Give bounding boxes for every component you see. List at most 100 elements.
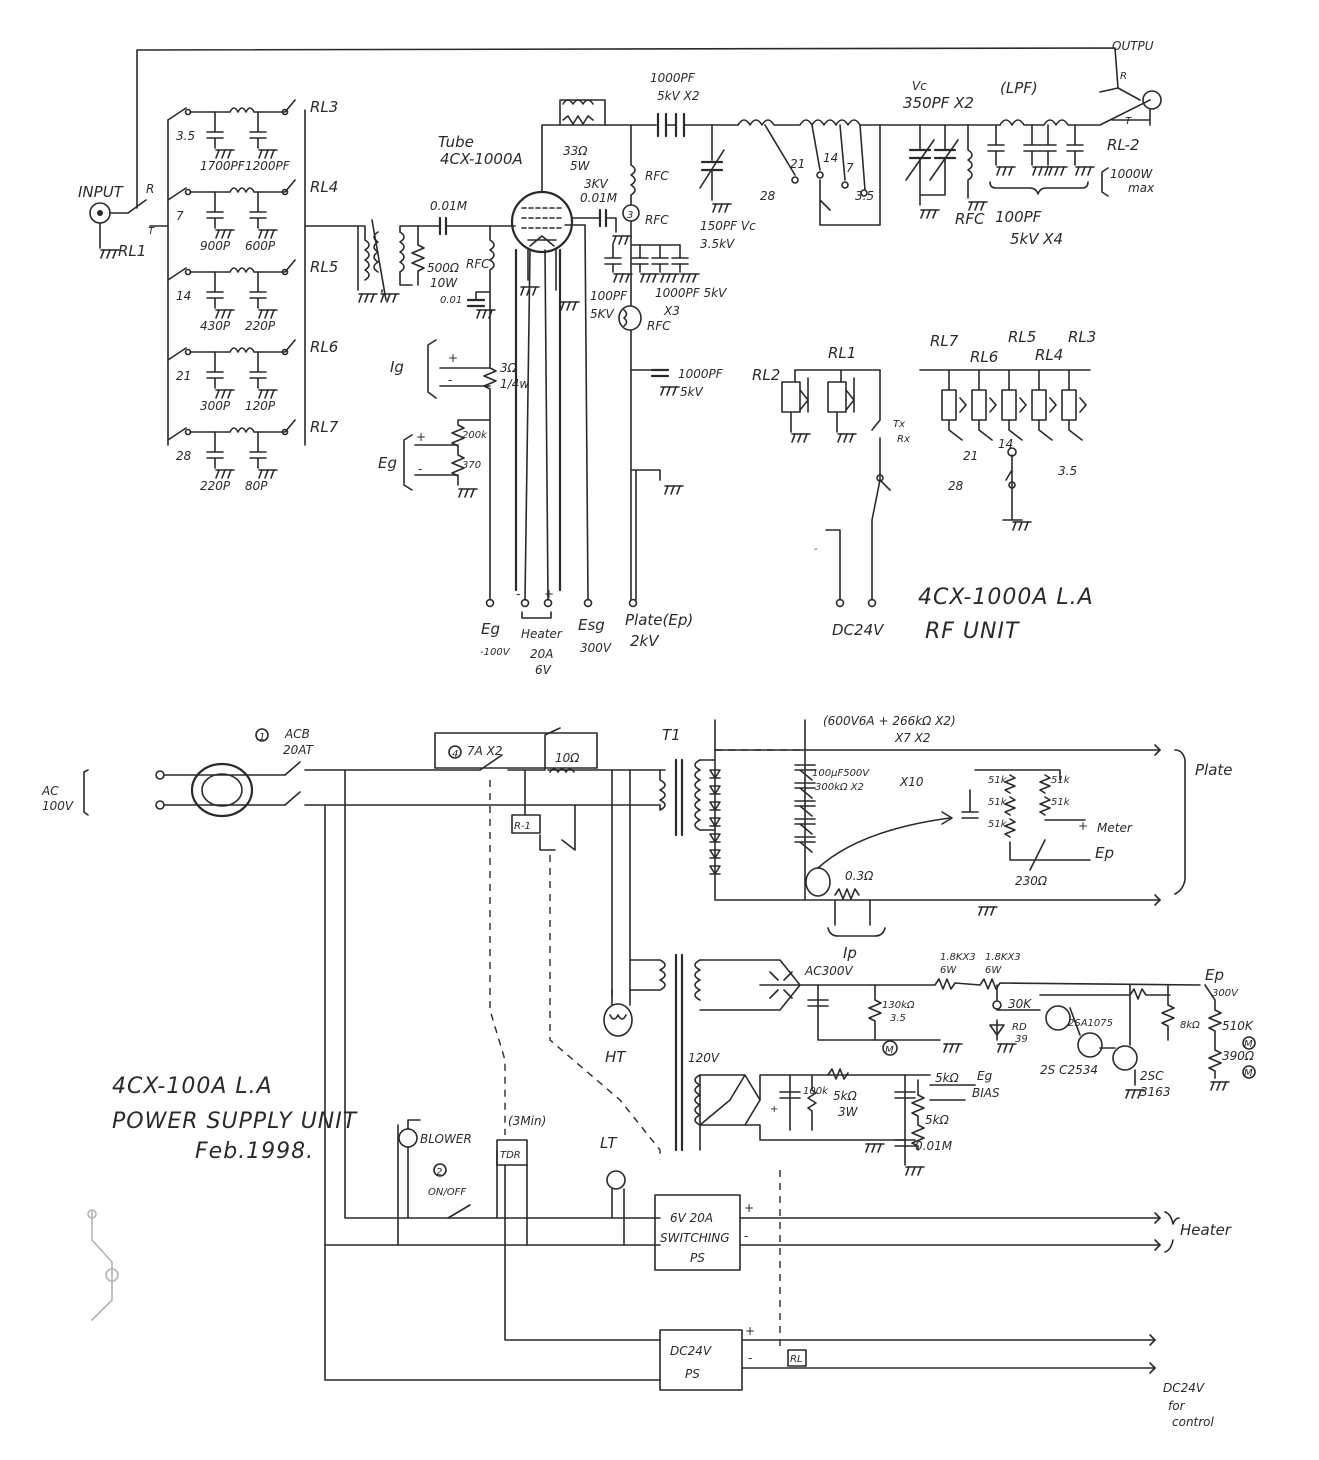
screen-bypass-cap-4: [671, 244, 689, 273]
res10-label: 10Ω: [555, 751, 580, 765]
grid-bypass-label: 0.01: [440, 295, 462, 306]
term-esg: Esg: [578, 616, 605, 634]
rfc-num: 3: [627, 210, 633, 221]
grid-cap-label: 0.01M: [430, 199, 468, 213]
band-c1-3.5: 1700PF: [200, 159, 246, 173]
m2-label: M: [1244, 1039, 1253, 1050]
r8k-label: 8kΩ: [1180, 1020, 1200, 1031]
tdr-time-label: (3Min): [508, 1114, 546, 1128]
psu-date: Feb.1998.: [195, 1139, 314, 1164]
dc-minus: -: [748, 1351, 752, 1365]
sel-band-28: 28: [948, 479, 964, 493]
term-heater-val2: 6V: [535, 663, 552, 677]
scr-byp-b: 5KV: [590, 307, 615, 321]
heater-out-label: Heater: [1180, 1221, 1232, 1239]
meter-res-5: [1039, 796, 1051, 816]
meter-res-label-1: 51k: [988, 775, 1008, 786]
r100k-label: 100k: [803, 1086, 829, 1097]
meter-res-label-3: 51k: [988, 819, 1008, 830]
q3b-label: 3163: [1140, 1085, 1171, 1099]
load-cap-a: Vc: [912, 79, 927, 93]
bypass-line: [136, 47, 1119, 209]
sps-minus: -: [744, 1229, 748, 1243]
out-rfc-label: RFC: [955, 210, 985, 228]
ig-shunt: [483, 359, 497, 411]
band-relay-RL4: RL4: [310, 178, 338, 196]
plate-out-label: Plate: [1195, 761, 1233, 779]
meter-res-4: [1039, 774, 1051, 794]
sel-band-3.5: 3.5: [1058, 464, 1077, 478]
lpf-cap-4: [1066, 124, 1084, 166]
input-coupling: [354, 216, 516, 303]
r180k2-label: 3.5: [890, 1013, 906, 1024]
grid-resistor: [411, 225, 425, 286]
eg-label: Eg: [378, 454, 397, 472]
eg-r2-label: 370: [462, 460, 481, 471]
margin-sketch: [87, 1209, 119, 1321]
tube-label: Tube: [438, 133, 474, 151]
r18k-d: 6W: [985, 965, 1002, 976]
acb2-label: 20AT: [283, 743, 315, 757]
tube-4cx1000a: [510, 124, 606, 311]
scr-byp-c: 1000PF 5kV: [655, 286, 727, 300]
eg-r1-label: 200k: [462, 430, 488, 441]
lt-label: LT: [600, 1134, 618, 1152]
ip-label: Ip: [843, 944, 857, 962]
band-relay-RL3: RL3: [310, 98, 338, 116]
rl2-label: RL2: [752, 366, 780, 384]
onoff-label: ON/OFF: [428, 1187, 466, 1198]
rl1-label: RL1: [118, 242, 146, 260]
lpf-cap-a: 100PF: [995, 208, 1042, 226]
supp-w-label: 5W: [570, 159, 591, 173]
rf-title-2: RF UNIT: [925, 619, 1020, 644]
sel-rl7: RL7: [930, 332, 959, 350]
term-plate: Plate(Ep): [625, 611, 693, 629]
rfc3-label: RFC: [647, 319, 671, 333]
tank-coil: [737, 119, 881, 126]
selector-relay-RL5: [1001, 369, 1027, 441]
acb-num: 1: [259, 732, 265, 743]
grid-rfc-label: RFC: [466, 257, 490, 271]
tdr-label: TDR: [500, 1150, 521, 1161]
band-label-21: 21: [176, 369, 191, 383]
band-c2-28: 80P: [245, 479, 268, 493]
meter-res-label-5: 51k: [1051, 797, 1071, 808]
plate-byp-b: 5kV: [680, 385, 704, 399]
ig-minus: -: [448, 373, 452, 387]
screen-bypass-cap-3: [651, 244, 669, 273]
grid-res-label: 500Ω: [427, 261, 460, 275]
lpf-caps: [987, 124, 1095, 176]
m3-label: M: [1244, 1068, 1253, 1079]
band-c1-28: 220P: [200, 479, 231, 493]
diodes2-label: X7 X2: [894, 731, 931, 745]
r18k-a: 1.8KX3: [940, 952, 976, 963]
ig-label: Ig: [390, 358, 404, 376]
power-supply-unit: AC 100V 1 ACB 20AT 4 7A X2 10Ω R-1 T1 (6…: [41, 714, 1256, 1429]
plate-rfc-label: RFC: [645, 169, 669, 183]
plate-byp-a: 1000PF: [678, 367, 724, 381]
selector-relay-RL6: [971, 369, 997, 441]
caps3-label: X10: [899, 775, 924, 789]
output-relay-label: RL-2: [1107, 136, 1140, 154]
scr-byp-d: X3: [663, 304, 680, 318]
input-label: INPUT: [78, 183, 125, 201]
rx-label: Rx: [897, 434, 910, 445]
noise-filter-toroid: [190, 762, 254, 818]
lpf-label: (LPF): [1000, 79, 1038, 97]
band-relay-RL7: RL7: [310, 418, 339, 436]
r180k-label: 130kΩ: [882, 1000, 915, 1011]
selector-relay-RL4: [1031, 369, 1057, 441]
eg-plus: +: [416, 430, 426, 444]
screen-bypass-cap-2: [631, 244, 649, 273]
output-rating2: max: [1128, 181, 1155, 195]
coupling-cap2-label: 5kV X2: [657, 89, 699, 103]
lpf-cap-2: [1023, 124, 1041, 166]
output-label: OUTPU: [1112, 39, 1154, 53]
dc-out3-label: control: [1172, 1415, 1215, 1429]
hv-rectifier-stack: [709, 764, 816, 875]
dc24-label: DC24V: [832, 621, 885, 639]
band-label-7: 7: [176, 209, 184, 223]
